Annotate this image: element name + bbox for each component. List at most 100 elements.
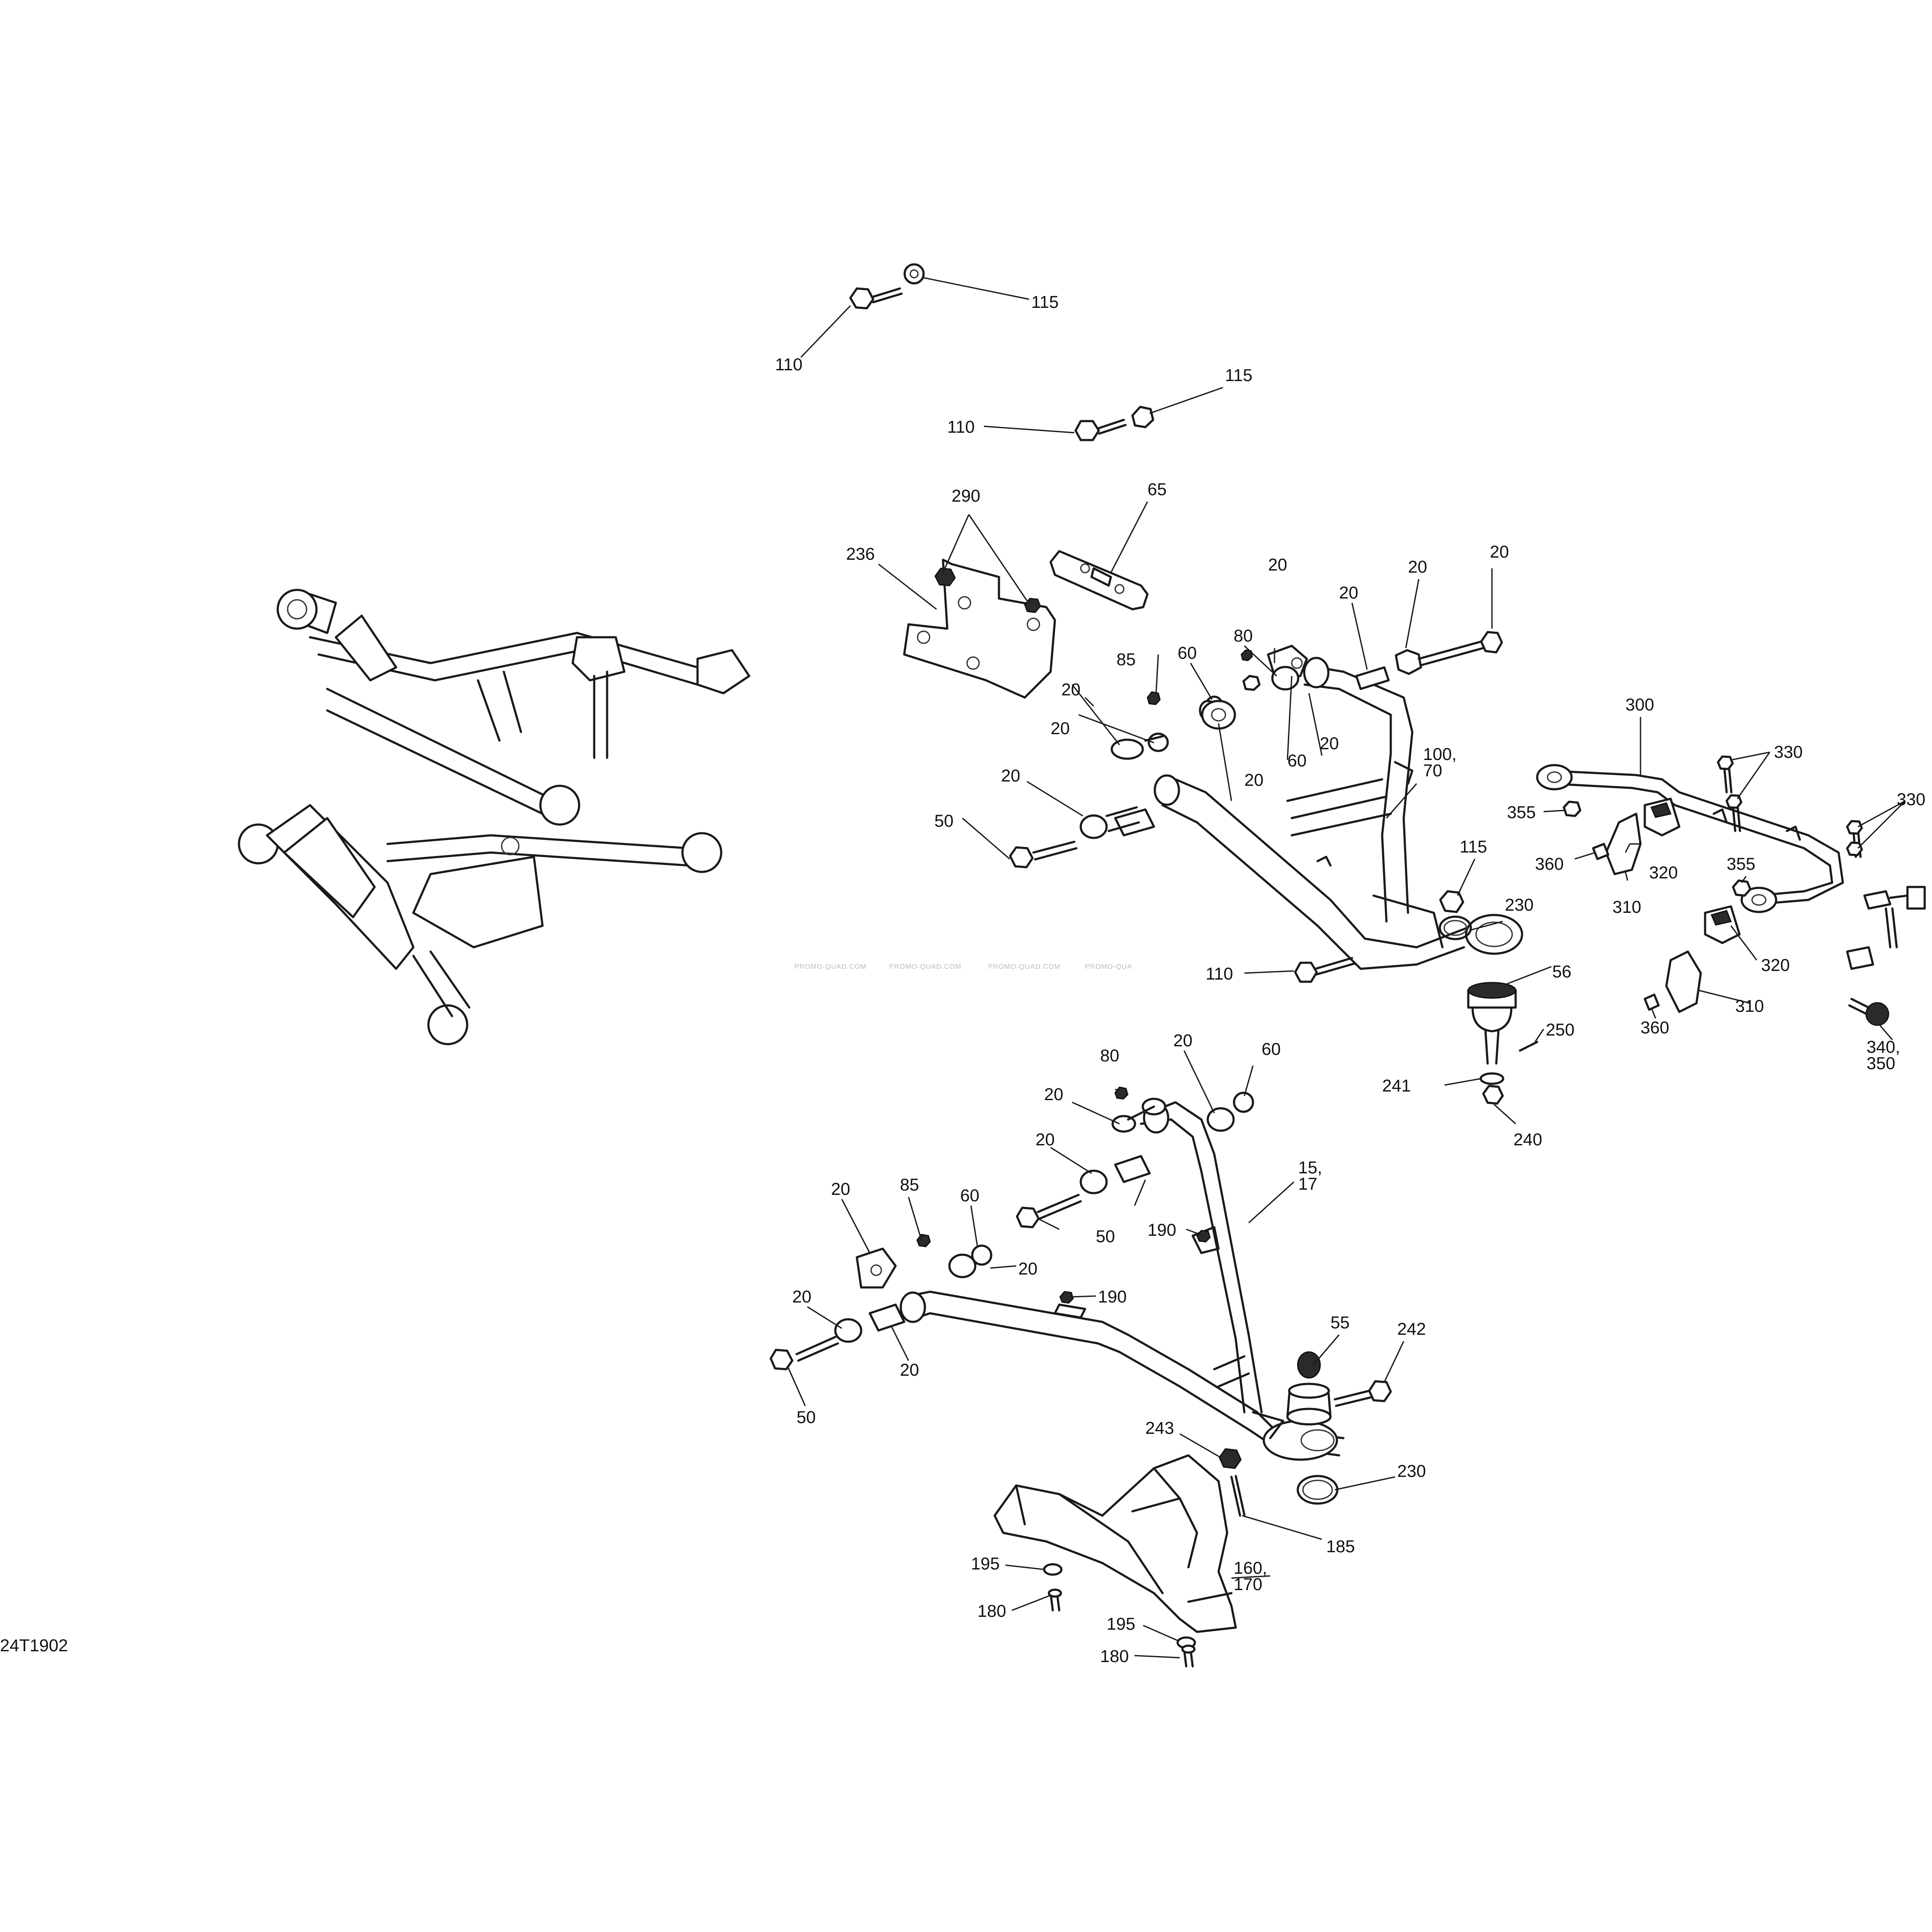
callout-80: 80 xyxy=(1100,1046,1120,1065)
callout-115: 115 xyxy=(1225,366,1253,385)
sway-bar-300 xyxy=(1536,764,1844,913)
callout-243: 243 xyxy=(1145,1419,1174,1438)
callout-195: 195 xyxy=(971,1554,1000,1573)
callout-250: 250 xyxy=(1546,1020,1575,1039)
callout-190: 190 xyxy=(1147,1221,1176,1240)
callout-355: 355 xyxy=(1507,803,1536,822)
callout-50: 50 xyxy=(797,1408,816,1427)
callout-20: 20 xyxy=(1320,734,1339,753)
lower-arm-bushings xyxy=(769,1086,1254,1371)
callout-360: 360 xyxy=(1535,855,1564,874)
callout-230: 230 xyxy=(1505,896,1534,915)
callout-20: 20 xyxy=(1244,771,1264,790)
callout-50: 20 xyxy=(1490,543,1509,561)
callout-85: 85 xyxy=(900,1175,919,1194)
callout-20: 20 xyxy=(1051,719,1070,738)
callout-65: 65 xyxy=(1147,480,1167,499)
callout-160-170: 160, 170 xyxy=(1234,1559,1272,1594)
callout-56: 56 xyxy=(1552,962,1572,981)
callout-340-350: 340, 350 xyxy=(1867,1038,1905,1073)
callout-20: 20 xyxy=(1408,558,1427,577)
callout-115: 115 xyxy=(1460,837,1487,856)
callout-110: 110 xyxy=(1206,964,1233,983)
callout-20: 20 xyxy=(792,1287,812,1306)
callout-320: 320 xyxy=(1761,956,1790,975)
callout-330: 330 xyxy=(1897,790,1926,809)
bolts-330 xyxy=(1717,755,1863,858)
callout-160-170-line1: 160, xyxy=(1234,1559,1267,1578)
bushing-bracket-310-320-upper xyxy=(1563,797,1681,875)
plate-65 xyxy=(1049,550,1149,611)
callout-20: 20 xyxy=(900,1361,919,1380)
watermark-text: PROMO-QUAD.COM xyxy=(794,963,867,971)
callout-310: 310 xyxy=(1735,997,1764,1016)
bolt-242 xyxy=(1333,1380,1392,1407)
callout-290: 290 xyxy=(952,487,980,505)
callout-195: 195 xyxy=(1107,1615,1135,1634)
callout-242: 242 xyxy=(1397,1320,1426,1339)
callout-60: 60 xyxy=(1287,751,1307,770)
callout-300: 300 xyxy=(1625,695,1654,714)
callout-110: 110 xyxy=(947,418,975,437)
end-link-340-350 xyxy=(1846,886,1926,1026)
callout-330: 330 xyxy=(1774,743,1803,762)
callout-320: 320 xyxy=(1649,863,1678,882)
bolt-assembly-top-2 xyxy=(1074,406,1154,441)
watermark: PROMO-QUAD.COM PROMO-QUAD.COM PROMO-QUAD… xyxy=(794,963,1132,971)
ball-joint-55 xyxy=(1286,1351,1332,1426)
callout-60: 60 xyxy=(1178,644,1197,663)
snap-ring-230-upper xyxy=(1439,915,1472,940)
callout-180: 180 xyxy=(977,1602,1006,1621)
overview-upper-arm-assembly xyxy=(276,589,750,826)
callout-85: 85 xyxy=(1116,650,1136,669)
leader-lines xyxy=(787,277,1906,1659)
callout-100-70-line2: 70 xyxy=(1423,761,1442,780)
callout-310: 310 xyxy=(1613,898,1641,917)
skid-plate-160-170 xyxy=(993,1454,1237,1633)
callout-100-70-line1: 100, xyxy=(1423,745,1457,764)
pin-185 xyxy=(1230,1475,1246,1517)
watermark-text: PROMO-QUAD.COM xyxy=(988,963,1061,971)
callout-100-70: 100, 70 xyxy=(1423,745,1461,780)
washer-screw-195-180-a xyxy=(1043,1563,1063,1612)
ball-joint-56 xyxy=(1467,982,1538,1105)
callout-20: 20 xyxy=(1268,555,1287,574)
callout-110: 110 xyxy=(775,355,803,374)
callout-60: 60 xyxy=(960,1186,980,1205)
callout-340-350-line2: 350 xyxy=(1867,1054,1895,1073)
callout-20: 20 xyxy=(1061,680,1081,699)
callout-20: 20 xyxy=(1044,1085,1064,1104)
callout-20: 20 xyxy=(1173,1031,1193,1050)
callout-55: 55 xyxy=(1330,1313,1350,1332)
callout-15-17-line1: 15, xyxy=(1298,1158,1322,1177)
upper-arm-bushings xyxy=(1009,631,1503,868)
callout-355: 355 xyxy=(1727,855,1755,874)
callout-340-350-line1: 340, xyxy=(1867,1038,1900,1057)
bracket-236 xyxy=(903,558,1056,699)
callout-50: 50 xyxy=(934,812,954,831)
callout-50: 50 xyxy=(1096,1227,1115,1246)
callout-60: 60 xyxy=(1262,1040,1281,1059)
watermark-text: PROMO-QUA xyxy=(1085,963,1132,971)
nut-243 xyxy=(1219,1448,1242,1469)
washer-screw-195-180-b xyxy=(1176,1636,1196,1668)
bushing-bracket-310-320-lower xyxy=(1644,879,1752,1013)
upper-a-arm-100-70 xyxy=(1154,657,1523,970)
watermark-text: PROMO-QUAD.COM xyxy=(889,963,961,971)
callout-185: 185 xyxy=(1326,1537,1355,1556)
callout-230: 230 xyxy=(1397,1462,1426,1481)
callout-360: 360 xyxy=(1640,1018,1669,1037)
callout-20: 20 xyxy=(1001,766,1020,785)
snap-ring-230-lower xyxy=(1296,1475,1339,1505)
lower-a-arm-15-17 xyxy=(899,1101,1345,1461)
callout-20: 20 xyxy=(831,1180,850,1199)
bolt-110-upper-arm xyxy=(1294,957,1355,983)
callout-15-17: 15, 17 xyxy=(1298,1158,1327,1194)
callout-236: 236 xyxy=(846,545,875,564)
callout-20: 20 xyxy=(1339,583,1358,602)
callout-20: 20 xyxy=(1018,1259,1038,1278)
bolt-assembly-top-1 xyxy=(849,263,925,310)
nut-115-upper-arm xyxy=(1439,890,1464,913)
callout-labels: 110 115 110 115 290 65 236 20 20 20 50 6… xyxy=(775,293,1926,1666)
